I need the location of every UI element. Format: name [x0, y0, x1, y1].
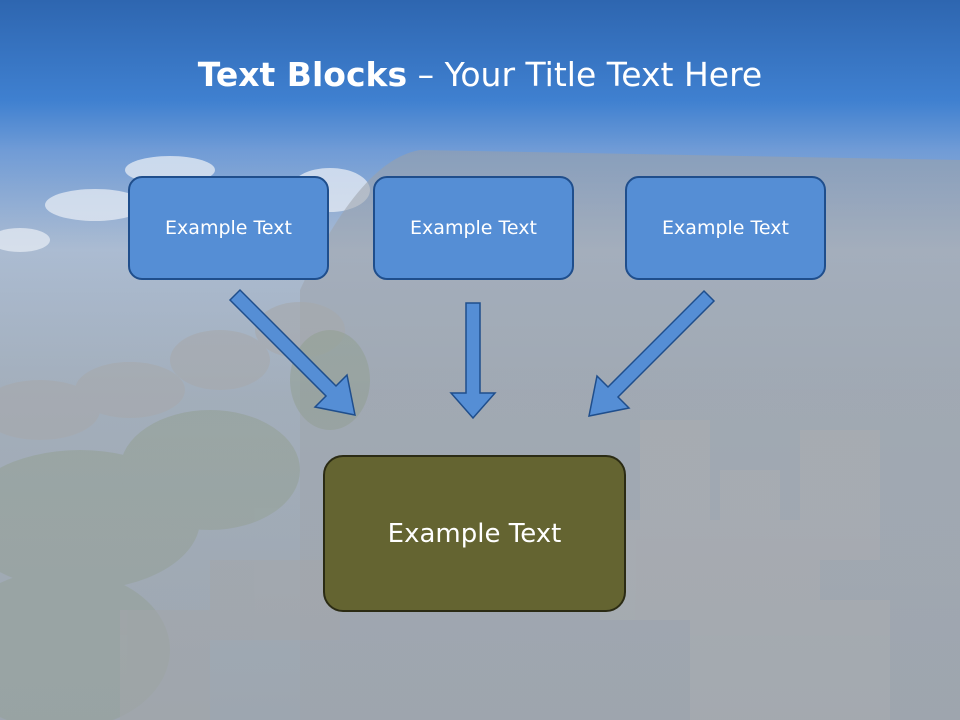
text-block-1[interactable]: Example Text [128, 176, 329, 280]
title-rest: – Your Title Text Here [417, 55, 763, 94]
text-block-target-label: Example Text [387, 518, 562, 549]
arrow-down-left-icon [588, 289, 716, 417]
text-block-2[interactable]: Example Text [373, 176, 574, 280]
text-block-1-label: Example Text [165, 217, 292, 239]
text-block-target[interactable]: Example Text [323, 455, 626, 612]
arrow-down-icon [449, 302, 497, 420]
page-title: Text Blocks – Your Title Text Here [0, 52, 960, 98]
text-block-2-label: Example Text [410, 217, 537, 239]
text-block-3-label: Example Text [662, 217, 789, 239]
arrow-down-right-icon [228, 288, 356, 416]
text-block-3[interactable]: Example Text [625, 176, 826, 280]
title-bold: Text Blocks [197, 55, 408, 94]
